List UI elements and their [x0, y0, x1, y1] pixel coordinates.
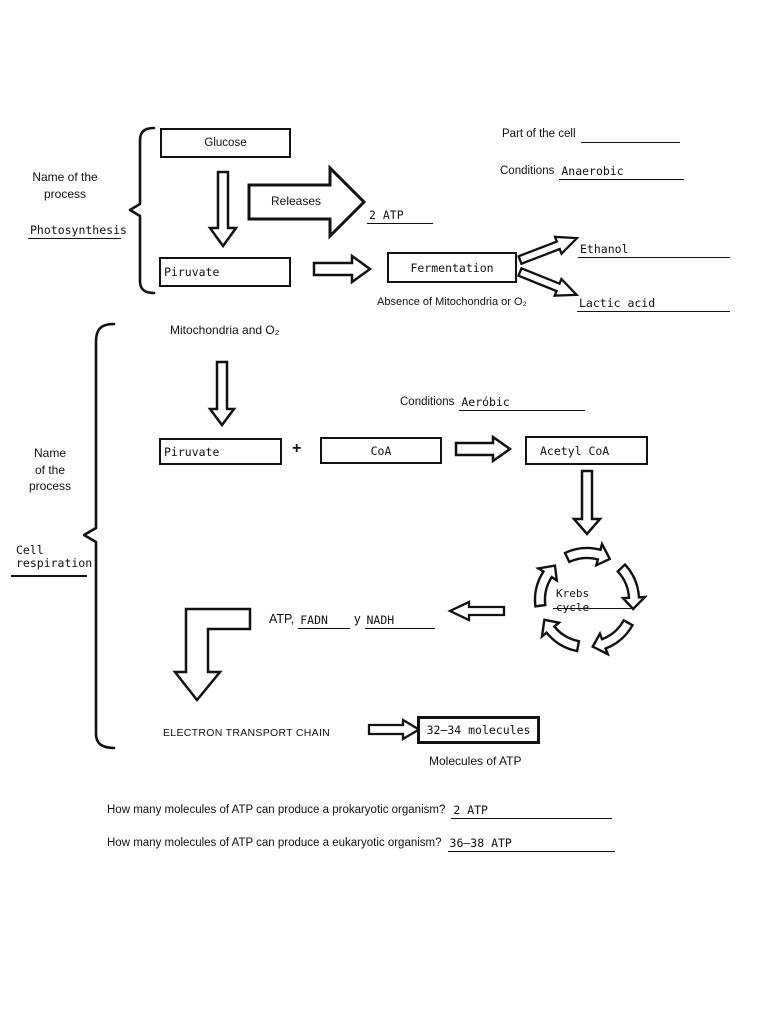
conditions-answer-2: Aeróbic [461, 395, 510, 409]
plus-sign: + [292, 440, 302, 457]
krebs-cycle-arrows [533, 540, 648, 657]
krebs-blank-line [553, 608, 631, 609]
conditions-answer: Anaerobic [561, 164, 624, 178]
right-arrow-molecules [367, 717, 422, 742]
part-of-cell-blank [580, 127, 680, 143]
lactic-acid-field: Lactic acid [577, 294, 730, 312]
question-1-blank: 2 ATP [451, 803, 613, 819]
nadh-blank: NADH [364, 613, 435, 629]
fadn-blank: FADN [298, 613, 351, 629]
process-name-label-2: Name of the process [28, 446, 72, 493]
coa-box: CoA [320, 437, 442, 464]
conditions-label: Conditions [500, 165, 555, 177]
atp-products-line: ATP, FADN y NADH [269, 612, 435, 629]
absence-note: Absence of Mitochondria or O₂ [377, 296, 527, 308]
question-2-blank: 36–38 ATP [447, 836, 615, 852]
krebs-cycle-label: Krebs cycle [556, 587, 590, 614]
conjunction-y: y [354, 612, 361, 626]
right-arrow-acetyl [454, 434, 513, 464]
elbow-arrow-etc [172, 607, 252, 702]
left-arrow-products [447, 600, 506, 622]
down-arrow-mitochondria [207, 360, 237, 428]
part-of-cell-label: Part of the cell [502, 128, 576, 140]
part-of-cell-field: Part of the cell [502, 127, 680, 143]
question-2: How many molecules of ATP can produce a … [107, 836, 615, 852]
process-answer-2: Cell respiration [16, 543, 93, 570]
question-1: How many molecules of ATP can produce a … [107, 803, 613, 819]
fermentation-box: Fermentation [387, 252, 517, 283]
atp-label: ATP, [269, 612, 295, 626]
piruvate-box-2: Piruvate [159, 438, 282, 465]
process-answer-1: Photosynthesis [28, 223, 127, 239]
glucose-box: Glucose [160, 128, 291, 158]
down-arrow-krebs [571, 469, 603, 536]
right-arrow-fermentation [312, 253, 373, 285]
process-answer-2-underline [11, 575, 87, 577]
process-name-label-1: Name of the process [32, 170, 98, 201]
ethanol-field: Ethanol [578, 240, 730, 258]
question-1-text: How many molecules of ATP can produce a … [107, 804, 446, 816]
conditions-blank: Anaerobic [559, 164, 685, 180]
fork-arrow-ethanol [517, 235, 580, 266]
conditions-blank-2: Aeróbic [459, 395, 586, 411]
conditions-label-2: Conditions [400, 396, 455, 408]
molecules-of-atp-label: Molecules of ATP [429, 754, 522, 768]
mitochondria-label: Mitochondria and O₂ [170, 323, 280, 337]
glycolysis-bracket [128, 126, 156, 295]
piruvate-box-1: Piruvate [159, 257, 291, 287]
down-arrow-glucose [207, 170, 239, 249]
respiration-brace [82, 322, 116, 750]
releases-label: Releases [271, 194, 322, 208]
electron-transport-chain-label: ELECTRON TRANSPORT CHAIN [163, 727, 331, 739]
acetyl-coa-box: Acetyl CoA [525, 436, 648, 465]
question-2-text: How many molecules of ATP can produce a … [107, 837, 442, 849]
conditions-aerobic-field: Conditions Aeróbic [400, 395, 586, 411]
atp-released-field: 2 ATP [367, 206, 433, 224]
conditions-anaerobic-field: Conditions Anaerobic [500, 164, 685, 180]
molecules-box: 32–34 molecules [417, 716, 540, 744]
fork-arrow-lactic [517, 266, 580, 297]
releases-arrow: Releases [247, 164, 367, 240]
